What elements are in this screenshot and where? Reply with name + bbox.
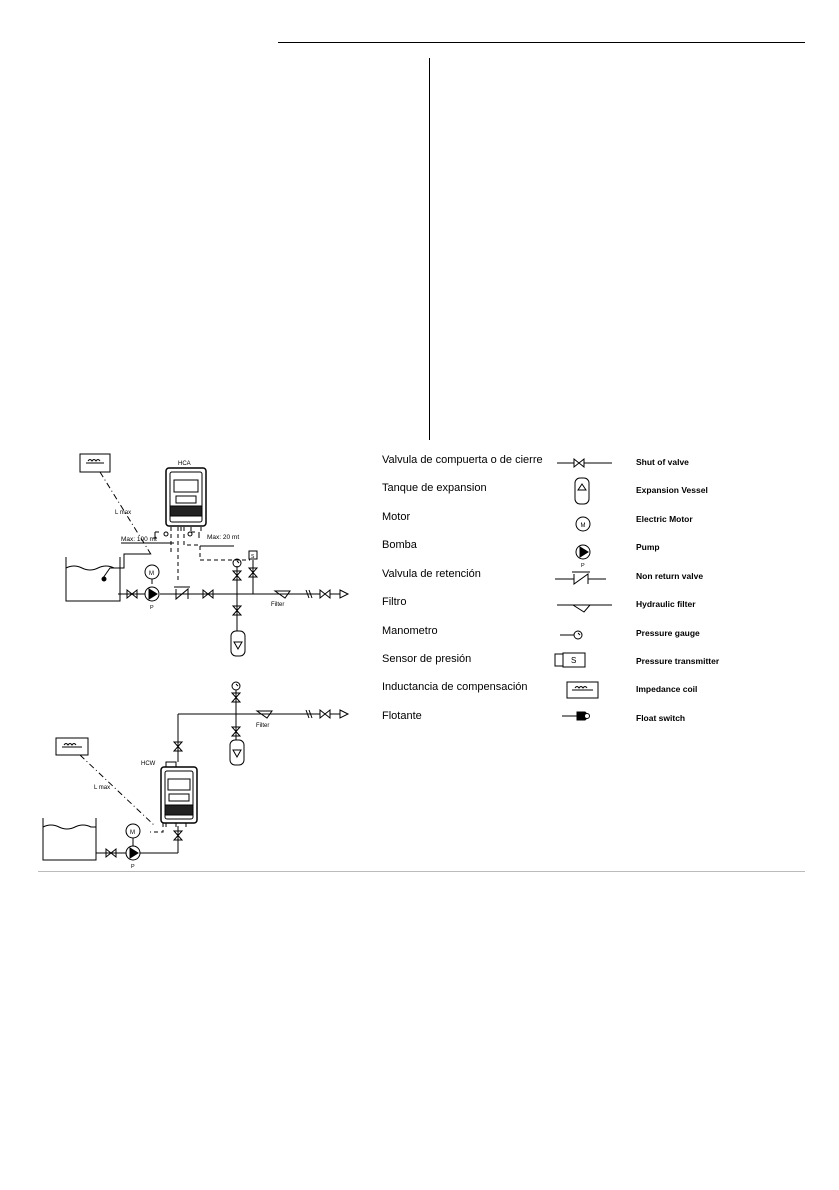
shutoff-valve-icon (557, 457, 612, 469)
legend-es-pressure-gauge: Manometro (382, 625, 438, 637)
pressure-gauge-icon (560, 630, 583, 640)
legend-en-check-valve: Non return valve (636, 571, 704, 581)
legend-es-expansion-vessel: Tanque de expansion (382, 482, 487, 494)
legend-es-check-valve: Valvula de retención (382, 568, 481, 580)
filter-label-top: Filter (271, 602, 284, 608)
legend-es-filter: Filtro (382, 596, 407, 608)
pressure-transmitter-icon (554, 652, 586, 668)
float-switch-icon (562, 711, 590, 721)
hca-drive-unit (165, 467, 207, 531)
legend-es-motor: Motor (382, 511, 411, 523)
max-100-label: Max: 100 mt (121, 536, 157, 543)
motor-label-bottom: M (130, 830, 135, 836)
legend-en-motor: Electric Motor (636, 514, 693, 524)
pump-icon (575, 544, 591, 560)
sensor-label-top: S (251, 554, 255, 560)
max-20-label: Max: 20 mt (207, 534, 239, 541)
impedance-coil-icon (79, 453, 111, 473)
motor-icon (575, 516, 591, 532)
legend-en-shutoff-valve: Shut of valve (636, 457, 689, 467)
bottom-rule (38, 871, 805, 872)
filter-icon (557, 604, 612, 613)
impedance-coil-icon-bottom (55, 737, 89, 756)
legend-en-pressure-transmitter: Pressure transmitter (636, 656, 720, 666)
pump-label-bottom: P (131, 864, 135, 870)
legend-en-expansion-vessel: Expansion Vessel (636, 485, 708, 495)
column-divider (429, 58, 430, 440)
lmax-label-top: L max (115, 510, 131, 516)
legend-es-impedance-coil: Inductancia de compensación (382, 681, 528, 693)
hca-label: HCA (178, 461, 191, 467)
filter-label-bottom: Filter (256, 723, 269, 729)
hcw-label: HCW (141, 761, 156, 767)
legend-es-pump: Bomba (382, 539, 417, 551)
hcw-drive-unit (160, 761, 198, 827)
lmax-label-bottom: L max (94, 785, 110, 791)
transmitter-icon-label: S (571, 656, 576, 665)
tank (65, 557, 121, 602)
legend-en-float-switch: Float switch (636, 713, 686, 723)
pump-label-top: P (150, 605, 154, 611)
expansion-vessel-top (230, 630, 246, 657)
motor-label-top: M (149, 571, 154, 577)
legend-en-pressure-gauge: Pressure gauge (636, 628, 700, 638)
legend-es-shutoff-valve: Valvula de compuerta o de cierre (382, 454, 543, 466)
check-valve-icon (555, 571, 606, 585)
expansion-vessel-icon (574, 477, 590, 505)
legend-es-pressure-transmitter: Sensor de presión (382, 653, 472, 665)
legend-en-pump: Pump (636, 542, 660, 552)
legend-es-float-switch: Flotante (382, 710, 422, 722)
pump-icon-label: P (581, 563, 585, 569)
legend-en-filter: Hydraulic filter (636, 599, 696, 609)
impedance-coil-icon-legend (566, 681, 599, 699)
legend-en-impedance-coil: Impedance coil (636, 684, 698, 694)
top-rule (278, 42, 805, 43)
motor-icon-label: M (581, 523, 586, 529)
